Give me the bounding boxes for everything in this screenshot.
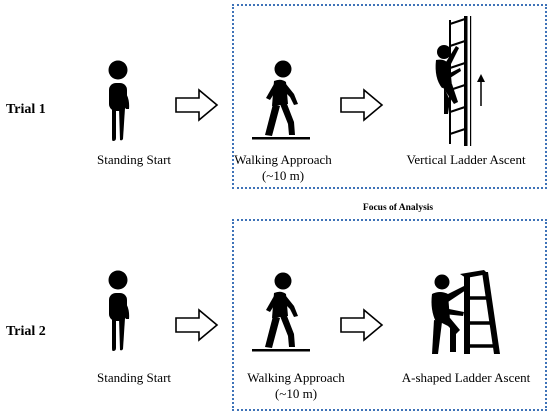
focus-of-analysis-label: Focus of Analysis [362,203,434,213]
walking-person-icon [252,272,310,352]
focus-box-trial-1 [232,4,547,189]
focus-box-trial-2 [232,219,547,411]
standing-person-icon [108,60,130,141]
step-caption: Standing Start [96,152,172,167]
step-caption: Standing Start [96,370,172,385]
standing-person-icon [108,270,130,351]
trial-1-label: Trial 1 [6,102,46,117]
right-arrow-icon [340,308,384,342]
trial-2-label: Trial 2 [6,324,46,339]
walking-person-icon [252,60,310,140]
step-caption-sub: (~10 m) [261,168,305,183]
step-caption: A-shaped Ladder Ascent [401,370,531,385]
step-caption: Walking Approach [234,152,332,167]
right-arrow-icon [175,88,219,122]
right-arrow-icon [175,308,219,342]
step-caption-sub: (~10 m) [274,386,318,401]
vertical-ladder-climber-icon [435,16,485,146]
right-arrow-icon [340,88,384,122]
step-caption: Walking Approach [247,370,345,385]
a-frame-ladder-climber-icon [431,270,500,354]
step-caption: Vertical Ladder Ascent [406,152,526,167]
